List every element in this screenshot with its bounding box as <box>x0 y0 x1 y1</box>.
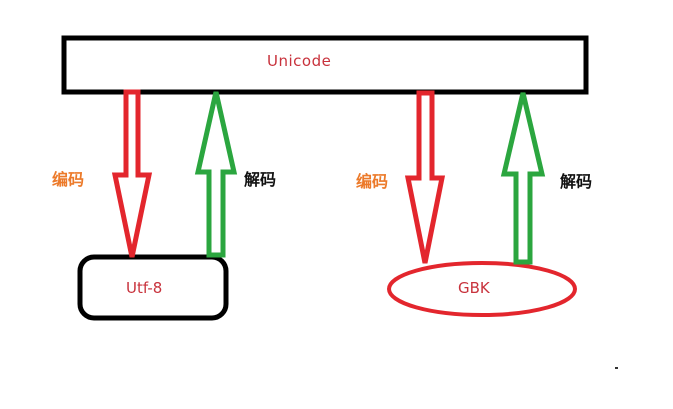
unicode-label: Unicode <box>267 52 332 70</box>
left-decode-up-arrow-icon <box>194 91 238 258</box>
right-encode-down-arrow-icon <box>404 90 446 264</box>
left-encode-label: 编码 <box>52 170 85 189</box>
utf8-box <box>77 254 229 321</box>
left-decode-label: 解码 <box>244 170 277 189</box>
utf8-label: Utf-8 <box>126 279 163 297</box>
right-decode-label: 解码 <box>560 172 593 191</box>
gbk-ellipse <box>387 261 577 317</box>
stray-mark <box>615 367 618 369</box>
right-encode-label: 编码 <box>356 172 389 191</box>
left-encode-down-arrow-icon <box>111 89 153 258</box>
gbk-label: GBK <box>458 279 490 297</box>
unicode-box <box>61 35 589 95</box>
right-decode-up-arrow-icon <box>500 92 546 265</box>
